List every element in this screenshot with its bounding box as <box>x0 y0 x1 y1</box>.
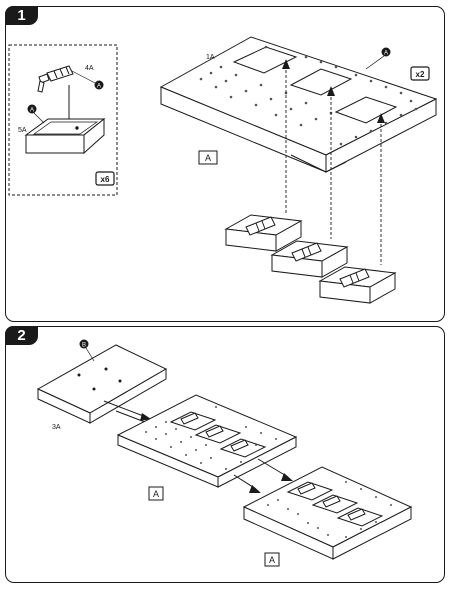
callout-b-icon <box>79 339 89 349</box>
step-1-illustration: A 4A A 5A x6 <box>8 36 438 304</box>
step-1-panel: 1 A 4A A 5A <box>5 6 445 322</box>
assembly-label: A <box>205 153 211 163</box>
part-4a <box>37 65 74 93</box>
tray-1 <box>224 214 303 252</box>
board-left-holes <box>145 406 277 470</box>
callout-a-letter: A <box>97 84 101 90</box>
tray-5a <box>24 117 106 155</box>
lid-3a <box>36 344 168 424</box>
assembly-right-label: A <box>269 555 275 565</box>
label-3a: 3A <box>52 424 61 431</box>
tray-3 <box>318 266 397 304</box>
assembly-label-box <box>198 150 218 165</box>
step-2-panel: 2 B 3A <box>5 326 445 583</box>
board-left <box>116 394 298 488</box>
step-1-number: 1 <box>5 6 38 25</box>
count-x2: x2 <box>416 70 425 79</box>
callout-a-icon <box>94 80 104 90</box>
step-2-number: 2 <box>5 326 38 345</box>
callout-a-letter: A <box>30 108 34 114</box>
callout-b-letter: B <box>82 343 86 349</box>
tray-2 <box>270 240 349 278</box>
lid-holes <box>77 367 122 391</box>
board-right <box>242 466 413 560</box>
count-badge-x2 <box>410 66 430 81</box>
guide-lines <box>285 65 382 265</box>
inset-frame <box>8 44 118 196</box>
label-5a: 5A <box>18 127 27 134</box>
panel-holes <box>199 45 418 146</box>
count-x6: x6 <box>101 175 110 184</box>
callout-a-icon <box>27 104 37 114</box>
callout-a-icon <box>381 47 391 57</box>
assembly-right-box <box>264 552 280 567</box>
label-4a: 4A <box>85 65 94 72</box>
assembly-left-box <box>148 486 164 501</box>
board-right-holes <box>267 481 392 538</box>
callout-a-letter: A <box>384 51 388 57</box>
main-panel <box>159 36 438 173</box>
count-badge-x6 <box>95 171 115 186</box>
step-2-illustration: B 3A A <box>36 339 413 567</box>
label-1a: 1A <box>206 54 215 61</box>
assembly-left-label: A <box>153 489 159 499</box>
